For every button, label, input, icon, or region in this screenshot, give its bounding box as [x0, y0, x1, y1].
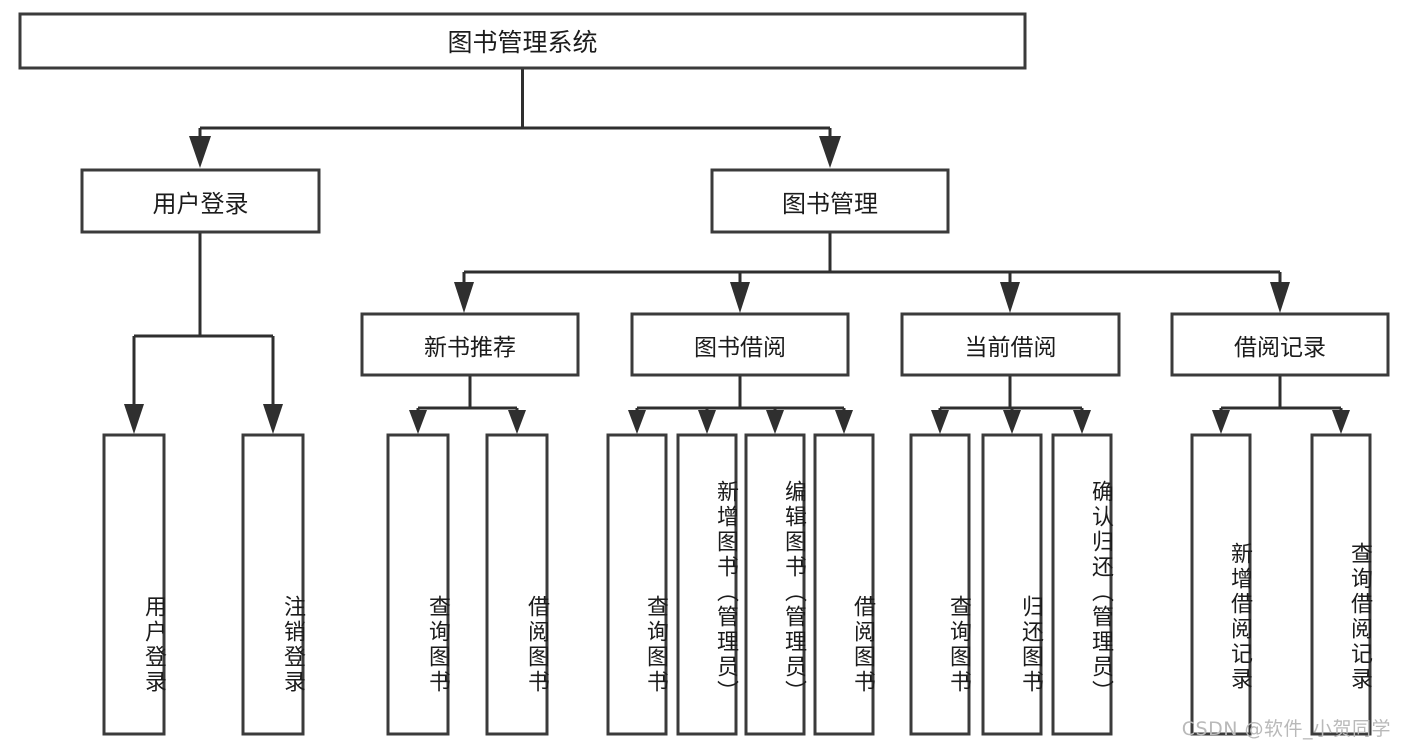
- arrow-head-leaf-query-book-current: [931, 410, 949, 434]
- node-label-book-manage: 图书管理: [782, 189, 878, 218]
- node-box-leaf-return-book[interactable]: [981, 433, 1043, 736]
- node-label-leaf-user-login: 用户登录: [141, 594, 166, 695]
- node-label-leaf-edit-book-admin: 编辑图书（管理员）: [781, 480, 806, 705]
- arrow-head-book-manage: [819, 136, 841, 168]
- arrow-head-book-borrow: [730, 282, 750, 313]
- node-box-leaf-confirm-return-admin[interactable]: [1051, 433, 1113, 736]
- arrow-head-leaf-return-book: [1003, 410, 1021, 434]
- connector-group-borrow-record-children: [1212, 375, 1350, 434]
- arrow-head-leaf-user-login: [124, 404, 144, 434]
- connector-group-user-login-children: [124, 232, 283, 434]
- arrow-head-leaf-borrow-book-new: [508, 410, 526, 434]
- node-label-leaf-confirm-return-admin: 确认归还（管理员）: [1088, 480, 1113, 705]
- node-box-leaf-borrow-book-new[interactable]: [485, 433, 549, 736]
- arrow-head-leaf-confirm-return-admin: [1073, 410, 1091, 434]
- node-box-user-login[interactable]: [80, 168, 321, 234]
- node-box-leaf-borrow-book[interactable]: [813, 433, 875, 736]
- node-label-user-login: 用户登录: [152, 189, 249, 218]
- node-label-leaf-query-borrow-record: 查询借阅记录: [1347, 541, 1372, 692]
- node-box-leaf-add-borrow-record[interactable]: [1190, 433, 1252, 736]
- node-box-borrow-record[interactable]: [1170, 312, 1390, 377]
- node-box-leaf-edit-book-admin[interactable]: [744, 433, 806, 736]
- arrow-head-leaf-edit-book-admin: [766, 410, 784, 434]
- node-label-leaf-query-book-current: 查询图书: [946, 594, 971, 695]
- connector-group-book-borrow-children: [628, 375, 853, 434]
- node-box-leaf-query-borrow-record[interactable]: [1310, 433, 1372, 736]
- arrow-head-leaf-query-book-borrow: [628, 410, 646, 434]
- node-label-leaf-borrow-book-new: 借阅图书: [524, 594, 549, 695]
- node-label-book-borrow: 图书借阅: [694, 334, 786, 361]
- node-box-leaf-query-book-current[interactable]: [909, 433, 971, 736]
- arrow-head-new-book-recommend: [454, 282, 474, 313]
- arrow-head-leaf-query-borrow-record: [1332, 410, 1350, 434]
- node-box-current-borrow[interactable]: [900, 312, 1121, 377]
- connector-group-current-borrow-children: [931, 375, 1091, 434]
- node-label-current-borrow: 当前借阅: [964, 334, 1057, 361]
- connector-group-new-book-children: [409, 375, 526, 434]
- node-label-root: 图书管理系统: [447, 28, 598, 57]
- node-box-leaf-add-book-admin[interactable]: [676, 433, 738, 736]
- node-box-book-manage[interactable]: [710, 168, 950, 234]
- connector-group-book-manage-children: [454, 232, 1290, 313]
- node-label-leaf-query-book-new: 查询图书: [425, 594, 450, 695]
- arrow-head-user-login: [189, 136, 211, 168]
- arrow-head-leaf-query-book-new: [409, 410, 427, 434]
- arrow-head-leaf-add-borrow-record: [1212, 410, 1230, 434]
- node-box-leaf-query-book-borrow[interactable]: [606, 433, 668, 736]
- node-box-leaf-logout[interactable]: [241, 433, 305, 736]
- arrow-head-borrow-record: [1270, 282, 1290, 313]
- node-box-leaf-user-login[interactable]: [102, 433, 166, 736]
- node-box-leaf-query-book-new[interactable]: [386, 433, 450, 736]
- node-label-leaf-add-book-admin: 新增图书（管理员）: [713, 480, 738, 705]
- connector-group-root-to-level2: [189, 68, 841, 168]
- node-box-book-borrow[interactable]: [630, 312, 850, 377]
- node-label-new-book-recommend: 新书推荐: [424, 334, 516, 361]
- node-label-leaf-add-borrow-record: 新增借阅记录: [1227, 541, 1252, 692]
- arrow-head-leaf-borrow-book: [835, 410, 853, 434]
- node-box-new-book-recommend[interactable]: [360, 312, 580, 377]
- node-label-leaf-query-book-borrow: 查询图书: [643, 594, 668, 695]
- arrow-head-leaf-add-book-admin: [698, 410, 716, 434]
- node-label-leaf-return-book: 归还图书: [1018, 594, 1043, 695]
- node-box-root[interactable]: [18, 12, 1027, 70]
- arrow-head-leaf-logout: [263, 404, 283, 434]
- node-label-leaf-borrow-book: 借阅图书: [850, 594, 875, 695]
- arrow-head-current-borrow: [1000, 282, 1020, 313]
- node-label-borrow-record: 借阅记录: [1234, 334, 1326, 361]
- node-label-leaf-logout: 注销登录: [280, 594, 305, 695]
